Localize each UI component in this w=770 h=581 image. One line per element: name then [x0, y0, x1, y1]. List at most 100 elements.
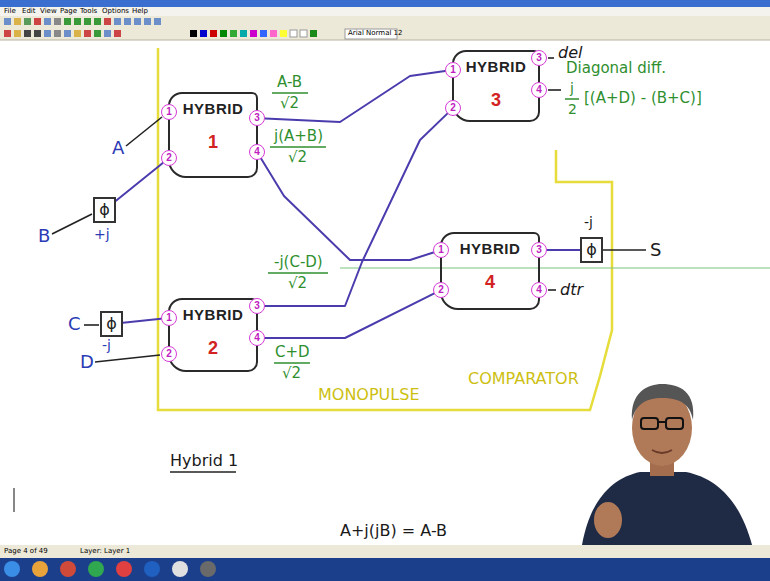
waveguide-connector: [116, 163, 163, 201]
phase-value: -j: [102, 337, 111, 353]
fraction-term: A-B: [277, 74, 302, 91]
fraction-term: √2: [280, 95, 299, 112]
equation: A+j(jB) = A-B: [340, 522, 447, 540]
region-title: MONOPULSE: [318, 386, 420, 404]
port-label: 1: [446, 63, 460, 76]
phase-symbol: ϕ: [106, 314, 117, 334]
waveguide-connector: [265, 71, 445, 122]
port-label: 4: [532, 83, 546, 96]
port-label: 2: [446, 101, 460, 114]
status-text: Layer 1: [104, 547, 130, 555]
input-label: D: [80, 352, 94, 373]
menu-item: Options: [102, 7, 129, 15]
port-label: 2: [162, 347, 176, 360]
hybrid-number: 2: [208, 338, 218, 359]
toolbar-edge: [0, 40, 770, 41]
port-label: 2: [434, 283, 448, 296]
status-text: Page 4 of 49: [4, 547, 48, 555]
fraction-term: C+D: [275, 344, 310, 361]
port-number: 2: [161, 150, 177, 166]
port-number: 2: [433, 282, 449, 298]
annotation: [(A+D) - (B+C)]: [584, 90, 702, 107]
lecturer-photo: [582, 384, 752, 545]
port-number: 3: [531, 50, 547, 66]
hybrid-box: HYBRID41234: [440, 232, 540, 310]
font-selector: Arial Normal 12: [348, 29, 403, 37]
hybrid-title: HYBRID: [460, 240, 521, 258]
input-label: C: [68, 314, 81, 335]
port-number: 3: [249, 298, 265, 314]
menu-item: Help: [132, 7, 148, 15]
signal-wires: [52, 58, 646, 362]
menu-item: Page: [60, 7, 77, 15]
phase-symbol: ϕ: [586, 240, 597, 260]
port-label: 3: [250, 299, 264, 312]
input-label: B: [38, 226, 50, 247]
fraction-term: j: [570, 80, 574, 96]
port-label: 4: [250, 145, 264, 158]
menu-item: View: [40, 7, 57, 15]
port-label: 2: [162, 151, 176, 164]
fraction-term: √2: [288, 275, 307, 292]
menu-item: Tools: [80, 7, 97, 15]
waveguide-connector: [265, 294, 434, 338]
hybrid-box: HYBRID11234: [168, 92, 258, 178]
page-guide-line: [340, 268, 770, 269]
annotation: Diagonal diff.: [566, 60, 666, 77]
port-number: 3: [249, 110, 265, 126]
menu-item: File: [4, 7, 16, 15]
port-label: 4: [532, 283, 546, 296]
phase-shifter: ϕ: [93, 197, 116, 223]
port-label: 3: [532, 51, 546, 64]
fraction-term: √2: [282, 365, 301, 382]
title-bar: [0, 0, 770, 7]
port-label: 4: [250, 331, 264, 344]
input-label: A: [112, 138, 124, 159]
fraction-bars: [268, 93, 579, 363]
taskbar-icons: [4, 561, 216, 577]
port-number: 4: [531, 82, 547, 98]
status-text: Layer:: [80, 547, 102, 555]
toolbar: [0, 16, 770, 40]
port-number: 4: [531, 282, 547, 298]
fraction-term: 2: [568, 101, 577, 117]
port-number: 4: [249, 330, 265, 346]
phase-symbol: ϕ: [99, 200, 110, 220]
heading: Hybrid 1: [170, 452, 238, 470]
region-title: COMPARATOR: [468, 370, 579, 388]
output-label: dtr: [560, 281, 583, 299]
phase-shifter: ϕ: [100, 311, 123, 337]
hybrid-title: HYBRID: [183, 100, 244, 118]
phase-value: +j: [94, 226, 110, 242]
menu-bar: [0, 7, 770, 16]
hybrid-number: 4: [485, 272, 495, 293]
port-number: 3: [531, 242, 547, 258]
hybrid-box: HYBRID21234: [168, 298, 258, 372]
port-label: 1: [162, 105, 176, 118]
port-label: 1: [434, 243, 448, 256]
port-number: 1: [161, 104, 177, 120]
hybrid-title: HYBRID: [466, 58, 527, 76]
port-number: 2: [161, 346, 177, 362]
waveguide-connector: [547, 249, 580, 251]
port-label: 3: [532, 243, 546, 256]
fraction-term: -j(C-D): [274, 254, 323, 271]
fraction-term: √2: [288, 149, 307, 166]
hybrid-number: 3: [491, 90, 501, 111]
waveguide-connector: [261, 159, 433, 260]
hybrid-box: HYBRID31234: [452, 50, 540, 122]
hybrid-number: 1: [208, 132, 218, 153]
phase-value: -j: [584, 214, 593, 230]
taskbar: [0, 558, 770, 581]
port-number: 4: [249, 144, 265, 160]
port-label: 3: [250, 111, 264, 124]
phase-shifter: ϕ: [580, 237, 603, 263]
waveguide-connector: [265, 114, 447, 306]
fraction-term: j(A+B): [274, 128, 323, 145]
status-bar: [0, 545, 770, 558]
port-number: 1: [161, 310, 177, 326]
port-number: 1: [433, 242, 449, 258]
